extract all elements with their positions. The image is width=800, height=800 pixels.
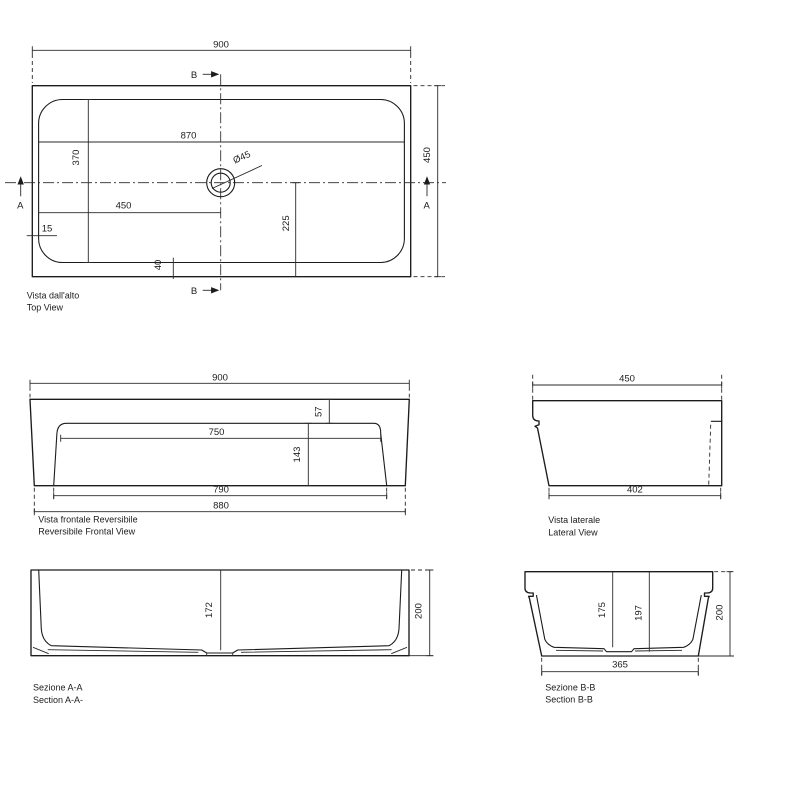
lateral-outer-profile: [532, 400, 723, 487]
dim-line-57: [325, 398, 333, 424]
dim-450-center: 450: [116, 201, 132, 212]
section-bb-title-it: Sezione B-B: [545, 682, 595, 692]
marker-a-left-arrowhead: [17, 176, 24, 185]
ext-lines-900-front: [29, 386, 410, 398]
dim-172: 172: [204, 602, 215, 618]
dim-900-front: 900: [212, 372, 228, 383]
dim-880: 880: [213, 501, 229, 512]
dim-57: 57: [313, 406, 324, 417]
lateral-hidden-wall: [708, 424, 712, 486]
ext-lines-450-right: [413, 85, 445, 278]
dim-line-900-top: [31, 46, 412, 55]
dim-line-365: [541, 668, 699, 676]
section-aa-floor-lines: [32, 646, 408, 656]
top-view: 900 870 370 Ø45 450 15 225 40 450: [5, 40, 446, 312]
dim-143: 143: [292, 447, 303, 463]
lateral-view: 450 402 Vista laterale Lateral View: [532, 374, 723, 537]
marker-a-right: A: [424, 200, 431, 211]
dim-line-450-lateral: [532, 381, 723, 389]
marker-a-right-arrowhead: [423, 176, 431, 185]
section-bb-title-en: Section B-B: [545, 695, 593, 705]
dim-line-900-front: [29, 379, 410, 387]
frontal-recess-profile: [53, 422, 388, 487]
dim-line-870: [38, 138, 405, 146]
top-view-outer-edge: [31, 85, 412, 278]
dim-line-750: [60, 434, 382, 442]
section-aa-title-en: Section A-A-: [33, 695, 83, 705]
marker-b-top-arrowhead: [211, 71, 220, 78]
dim-200-bb: 200: [715, 605, 726, 621]
dim-line-143: [304, 422, 312, 487]
dim-900-top: 900: [213, 40, 229, 51]
marker-a-left: A: [17, 200, 24, 211]
marker-b-bottom: B: [191, 286, 197, 297]
marker-b-bottom-arrowhead: [211, 287, 220, 294]
dim-450-right: 450: [422, 147, 433, 163]
section-b-b: 175 197 200 365 Sezione B-B Section B-B: [524, 571, 734, 705]
lateral-view-title-en: Lateral View: [548, 527, 598, 537]
dim-line-880: [33, 508, 406, 516]
section-bb-basin: [535, 594, 702, 653]
dim-175: 175: [597, 602, 608, 618]
section-aa-basin: [38, 569, 403, 654]
section-aa-title-it: Sezione A-A: [33, 683, 83, 693]
dim-790: 790: [213, 485, 229, 496]
dim-40: 40: [153, 260, 164, 271]
dim-drain-diameter: Ø45: [232, 149, 253, 166]
frontal-view: 900 57 750 143 790 880 Vista frontale Re…: [29, 372, 410, 537]
dim-450-lateral: 450: [619, 374, 635, 385]
section-aa-outer: [30, 569, 410, 657]
frontal-outer-profile: [29, 398, 410, 487]
dim-402: 402: [627, 484, 643, 495]
dim-line-402: [548, 492, 722, 500]
dim-line-790: [53, 492, 388, 500]
dim-197: 197: [634, 605, 645, 621]
drain-leader-line: [211, 165, 263, 189]
marker-b-top: B: [191, 70, 197, 81]
dim-870: 870: [181, 131, 197, 142]
dim-line-450-right: [434, 85, 442, 278]
dim-line-200-bb: [726, 571, 734, 657]
lateral-view-title-it: Vista laterale: [548, 515, 600, 525]
dim-line-450-center: [38, 209, 221, 217]
dim-15: 15: [42, 224, 53, 235]
drain-inner-circle: [210, 172, 231, 193]
drain-outer-circle: [206, 168, 236, 198]
dim-200-aa: 200: [413, 603, 424, 619]
ext-lines-900-top: [31, 54, 412, 83]
dim-line-370: [84, 99, 92, 263]
dim-line-200-aa: [426, 569, 434, 657]
top-view-title-en: Top View: [27, 302, 64, 312]
top-view-basin-edge: [38, 98, 405, 264]
section-bb-floor-lines: [555, 649, 683, 652]
frontal-view-title-it: Vista frontale Reversibile: [38, 514, 137, 524]
dim-line-225: [292, 182, 300, 277]
dim-225: 225: [281, 215, 292, 231]
dim-370: 370: [71, 150, 82, 166]
top-view-title-it: Vista dall'alto: [27, 290, 80, 300]
section-a-a: 172 200 Sezione A-A Section A-A-: [30, 569, 434, 705]
dim-750: 750: [209, 427, 225, 438]
frontal-view-title-en: Reversibile Frontal View: [38, 527, 135, 537]
section-bb-outer: [524, 571, 714, 657]
dim-365: 365: [612, 660, 628, 671]
